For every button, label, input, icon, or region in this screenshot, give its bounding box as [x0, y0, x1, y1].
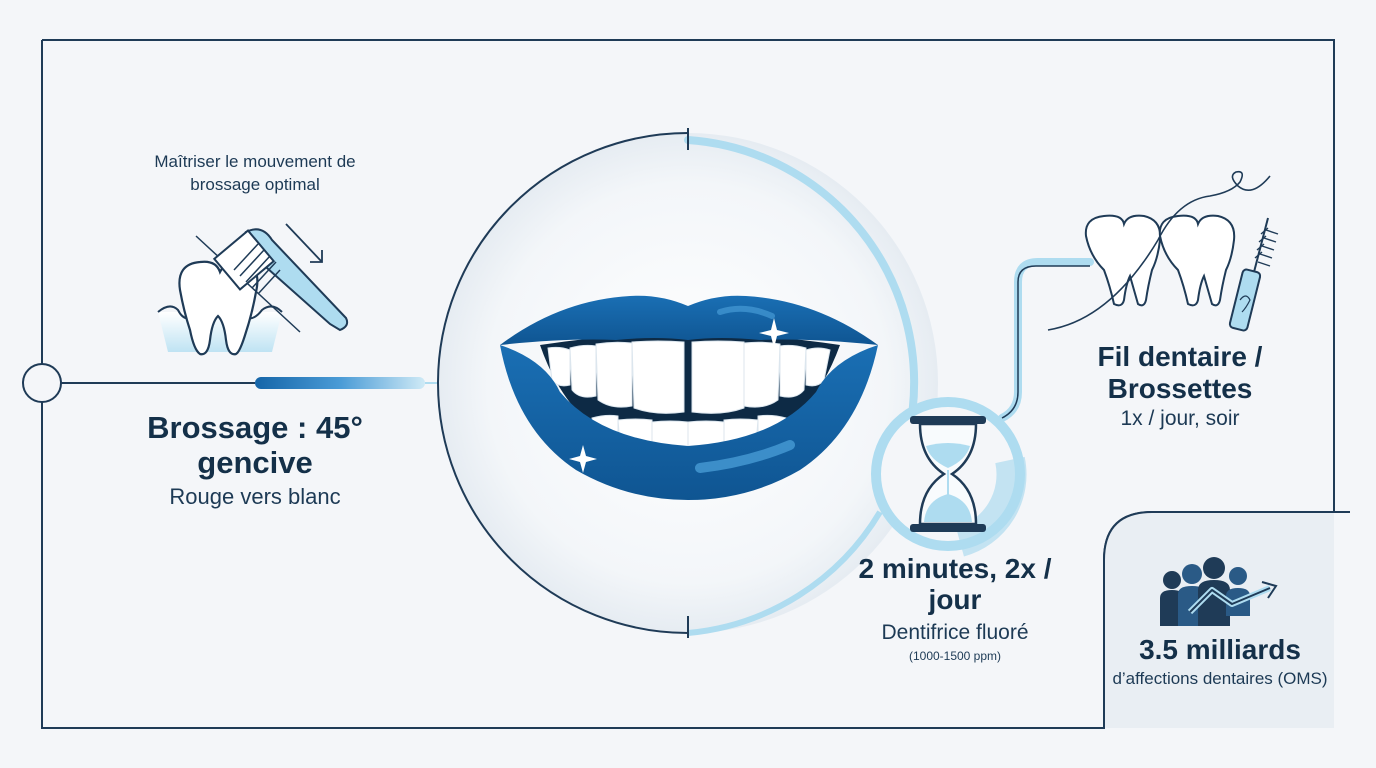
toothbrush-icon	[195, 223, 349, 333]
duration-title: 2 minutes, 2x / jour	[858, 553, 1052, 615]
duration-subtitle: Dentifrice fluoré	[881, 621, 1029, 644]
sparkle-icon	[569, 318, 789, 473]
interdental-brush-icon	[1228, 217, 1279, 332]
floss-title: Fil dentaire / Brossettes	[1097, 341, 1263, 404]
floss-connector	[998, 258, 1094, 422]
timeline-start-node	[22, 363, 445, 403]
smile-icon	[500, 295, 878, 500]
floss-icon	[1047, 170, 1271, 331]
stat-value: 3.5 milliards	[1139, 634, 1301, 665]
brushing-subtitle: Rouge vers blanc	[169, 484, 341, 509]
stat-label: d’affections dentaires (OMS)	[1112, 669, 1328, 688]
floss-subtitle: 1x / jour, soir	[1120, 407, 1240, 430]
brushing-title: Brossage : 45° gencive	[147, 410, 363, 480]
hourglass-icon	[871, 397, 1027, 557]
duration-note: (1000-1500 ppm)	[908, 649, 1002, 663]
brushing-caption: Maîtriser le mouvement de brossage optim…	[154, 152, 356, 194]
growth-arrow-icon	[1187, 581, 1278, 615]
